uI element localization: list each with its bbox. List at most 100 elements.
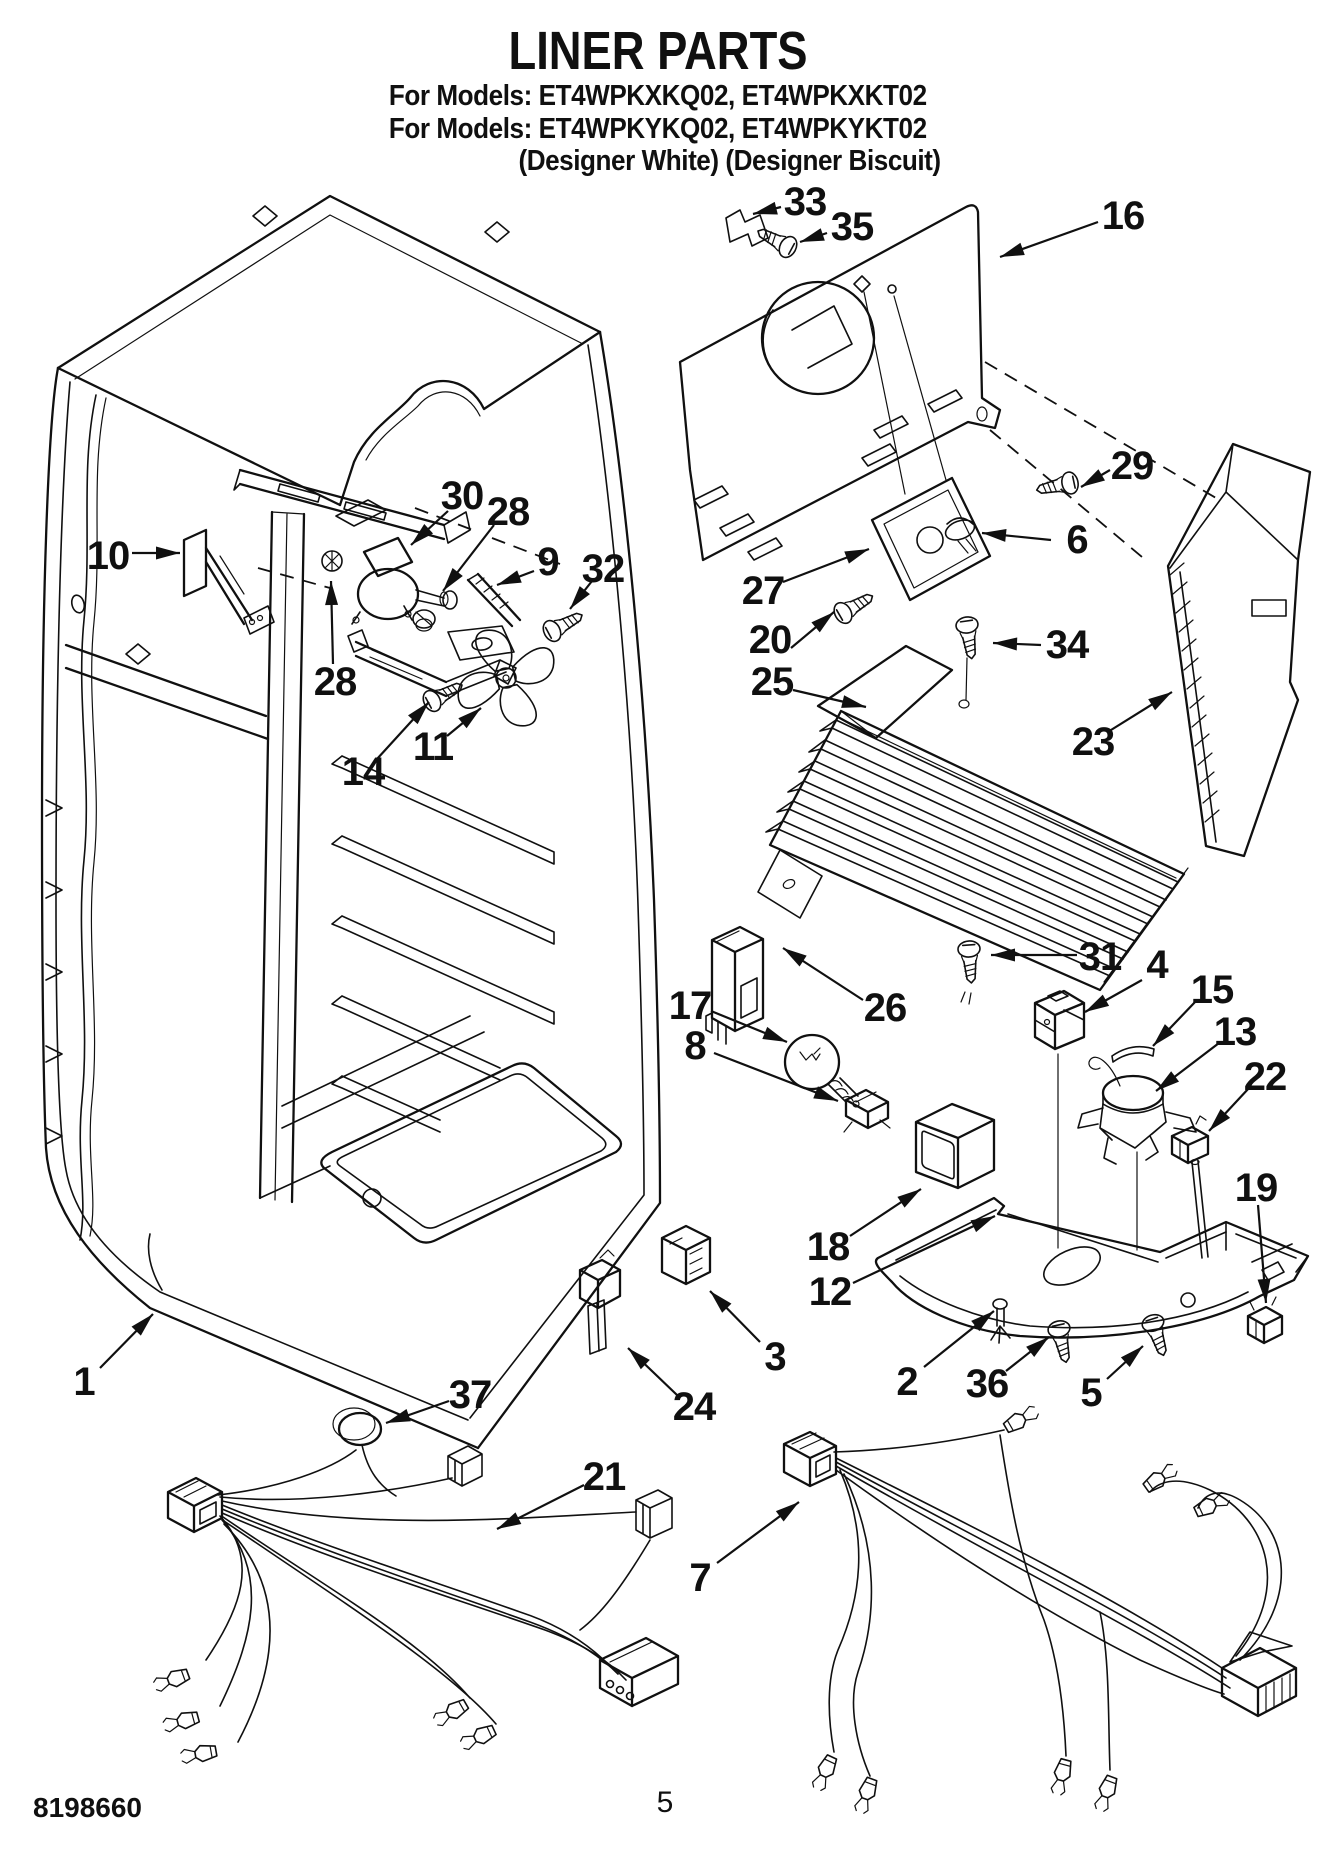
- arrowhead: [1153, 1024, 1175, 1046]
- clip-3: [660, 1224, 712, 1286]
- callout-label-21: 21: [583, 1455, 626, 1499]
- clip-19: [1246, 1296, 1284, 1345]
- arrowhead: [497, 1512, 522, 1529]
- arrowhead: [411, 523, 434, 545]
- wire-harness-left: [151, 1407, 680, 1766]
- callout-27-26: 27: [742, 547, 870, 613]
- access-plate: [870, 476, 992, 602]
- callout-label-33: 33: [784, 180, 827, 224]
- arrowhead: [1148, 692, 1172, 711]
- callout-label-11: 11: [413, 725, 454, 769]
- callout-4-3: 4: [1084, 943, 1170, 1013]
- arrowhead: [1000, 242, 1025, 257]
- arrowhead: [811, 612, 834, 633]
- color-variants-line: (Designer White) (Designer Biscuit): [518, 145, 942, 178]
- callout-label-29: 29: [1111, 444, 1154, 488]
- callout-26-25: 26: [782, 947, 907, 1030]
- arrowhead: [628, 1348, 650, 1370]
- callout-label-24: 24: [673, 1385, 717, 1429]
- rear-air-panel: [678, 204, 1217, 563]
- callout-21-20: 21: [496, 1455, 627, 1530]
- callout-36-36: 36: [966, 1336, 1050, 1406]
- callout-label-20: 20: [749, 618, 792, 662]
- callout-20-19: 20: [749, 611, 835, 662]
- arrowhead: [1156, 1071, 1180, 1091]
- callout-label-16: 16: [1102, 194, 1145, 238]
- hole-plug: [944, 517, 977, 554]
- callout-14-13: 14: [342, 701, 430, 794]
- callout-label-5: 5: [1080, 1371, 1102, 1415]
- page-number: 5: [656, 1786, 674, 1819]
- callout-label-25: 25: [751, 660, 794, 704]
- callout-label-26: 26: [864, 986, 907, 1030]
- mounting-rail-and-bracket: [182, 468, 561, 635]
- arrowhead: [131, 1314, 153, 1336]
- callout-label-37: 37: [449, 1373, 492, 1417]
- arrowhead: [1085, 994, 1110, 1012]
- arrowhead: [1257, 1278, 1271, 1303]
- callout-19-18: 19: [1235, 1166, 1278, 1304]
- arrowhead: [1209, 1109, 1231, 1131]
- relay: [1033, 989, 1086, 1051]
- thermostat: [1077, 1056, 1197, 1165]
- arrowhead: [443, 568, 463, 591]
- callout-30-30: 30: [410, 474, 484, 546]
- callout-6-5: 6: [981, 518, 1089, 562]
- defrost-part-26: [705, 925, 765, 1045]
- callout-label-32: 32: [582, 547, 625, 591]
- shelf-rails: [331, 755, 555, 1133]
- callout-label-17: 17: [669, 984, 712, 1028]
- callout-10-9: 10: [87, 534, 180, 578]
- clip-and-screws-top: [725, 209, 1081, 662]
- arrowhead: [1120, 1346, 1143, 1368]
- callout-label-34: 34: [1046, 623, 1090, 667]
- arrowhead: [386, 1408, 411, 1423]
- arrowhead: [156, 546, 180, 560]
- arrowhead: [897, 1189, 921, 1208]
- callout-5-4: 5: [1080, 1345, 1144, 1415]
- callout-label-12: 12: [809, 1270, 852, 1314]
- callout-22-21: 22: [1208, 1055, 1287, 1132]
- callout-28-27: 28: [442, 490, 531, 592]
- evaporator-cover: [757, 644, 1189, 992]
- callout-label-4: 4: [1146, 943, 1169, 987]
- models-line-1: For Models: ET4WPKXKQ02, ET4WPKXKT02: [389, 80, 927, 113]
- callout-29-29: 29: [1080, 444, 1154, 488]
- callout-label-6: 6: [1066, 518, 1087, 562]
- callout-31-31: 31: [991, 935, 1123, 979]
- callout-1-0: 1: [73, 1313, 154, 1404]
- arrowhead: [325, 581, 339, 606]
- arrowhead: [841, 695, 866, 708]
- callout-label-2: 2: [896, 1360, 917, 1404]
- callout-label-18: 18: [807, 1225, 850, 1269]
- arrowhead: [775, 1502, 799, 1522]
- arrowhead: [762, 1026, 787, 1042]
- callout-25-24: 25: [751, 660, 867, 709]
- callout-18-17: 18: [807, 1188, 922, 1269]
- arrowhead: [497, 570, 522, 585]
- wire-harness-right: [782, 1402, 1298, 1816]
- arrowhead: [1026, 1337, 1049, 1357]
- callout-label-8: 8: [684, 1024, 706, 1068]
- air-duct-cover: [1166, 442, 1312, 858]
- arrowhead: [844, 549, 869, 564]
- callout-label-22: 22: [1244, 1055, 1287, 1099]
- callout-13-12: 13: [1155, 1010, 1257, 1092]
- callout-7-6: 7: [689, 1501, 800, 1600]
- clip-22: [1170, 1115, 1210, 1165]
- callout-15-14: 15: [1152, 968, 1235, 1047]
- callout-23-22: 23: [1072, 691, 1173, 764]
- callout-label-28: 28: [487, 490, 530, 534]
- drain-pan: [874, 1053, 1310, 1339]
- callout-label-28: 28: [314, 660, 357, 704]
- callout-label-9: 9: [537, 540, 558, 584]
- callout-17-16: 17: [669, 984, 788, 1044]
- fan-blade: [457, 629, 555, 727]
- callout-35-35: 35: [799, 205, 875, 249]
- callout-33-33: 33: [752, 180, 827, 224]
- arrowhead: [813, 1086, 838, 1101]
- arrowhead: [458, 708, 481, 729]
- callout-label-36: 36: [966, 1362, 1009, 1406]
